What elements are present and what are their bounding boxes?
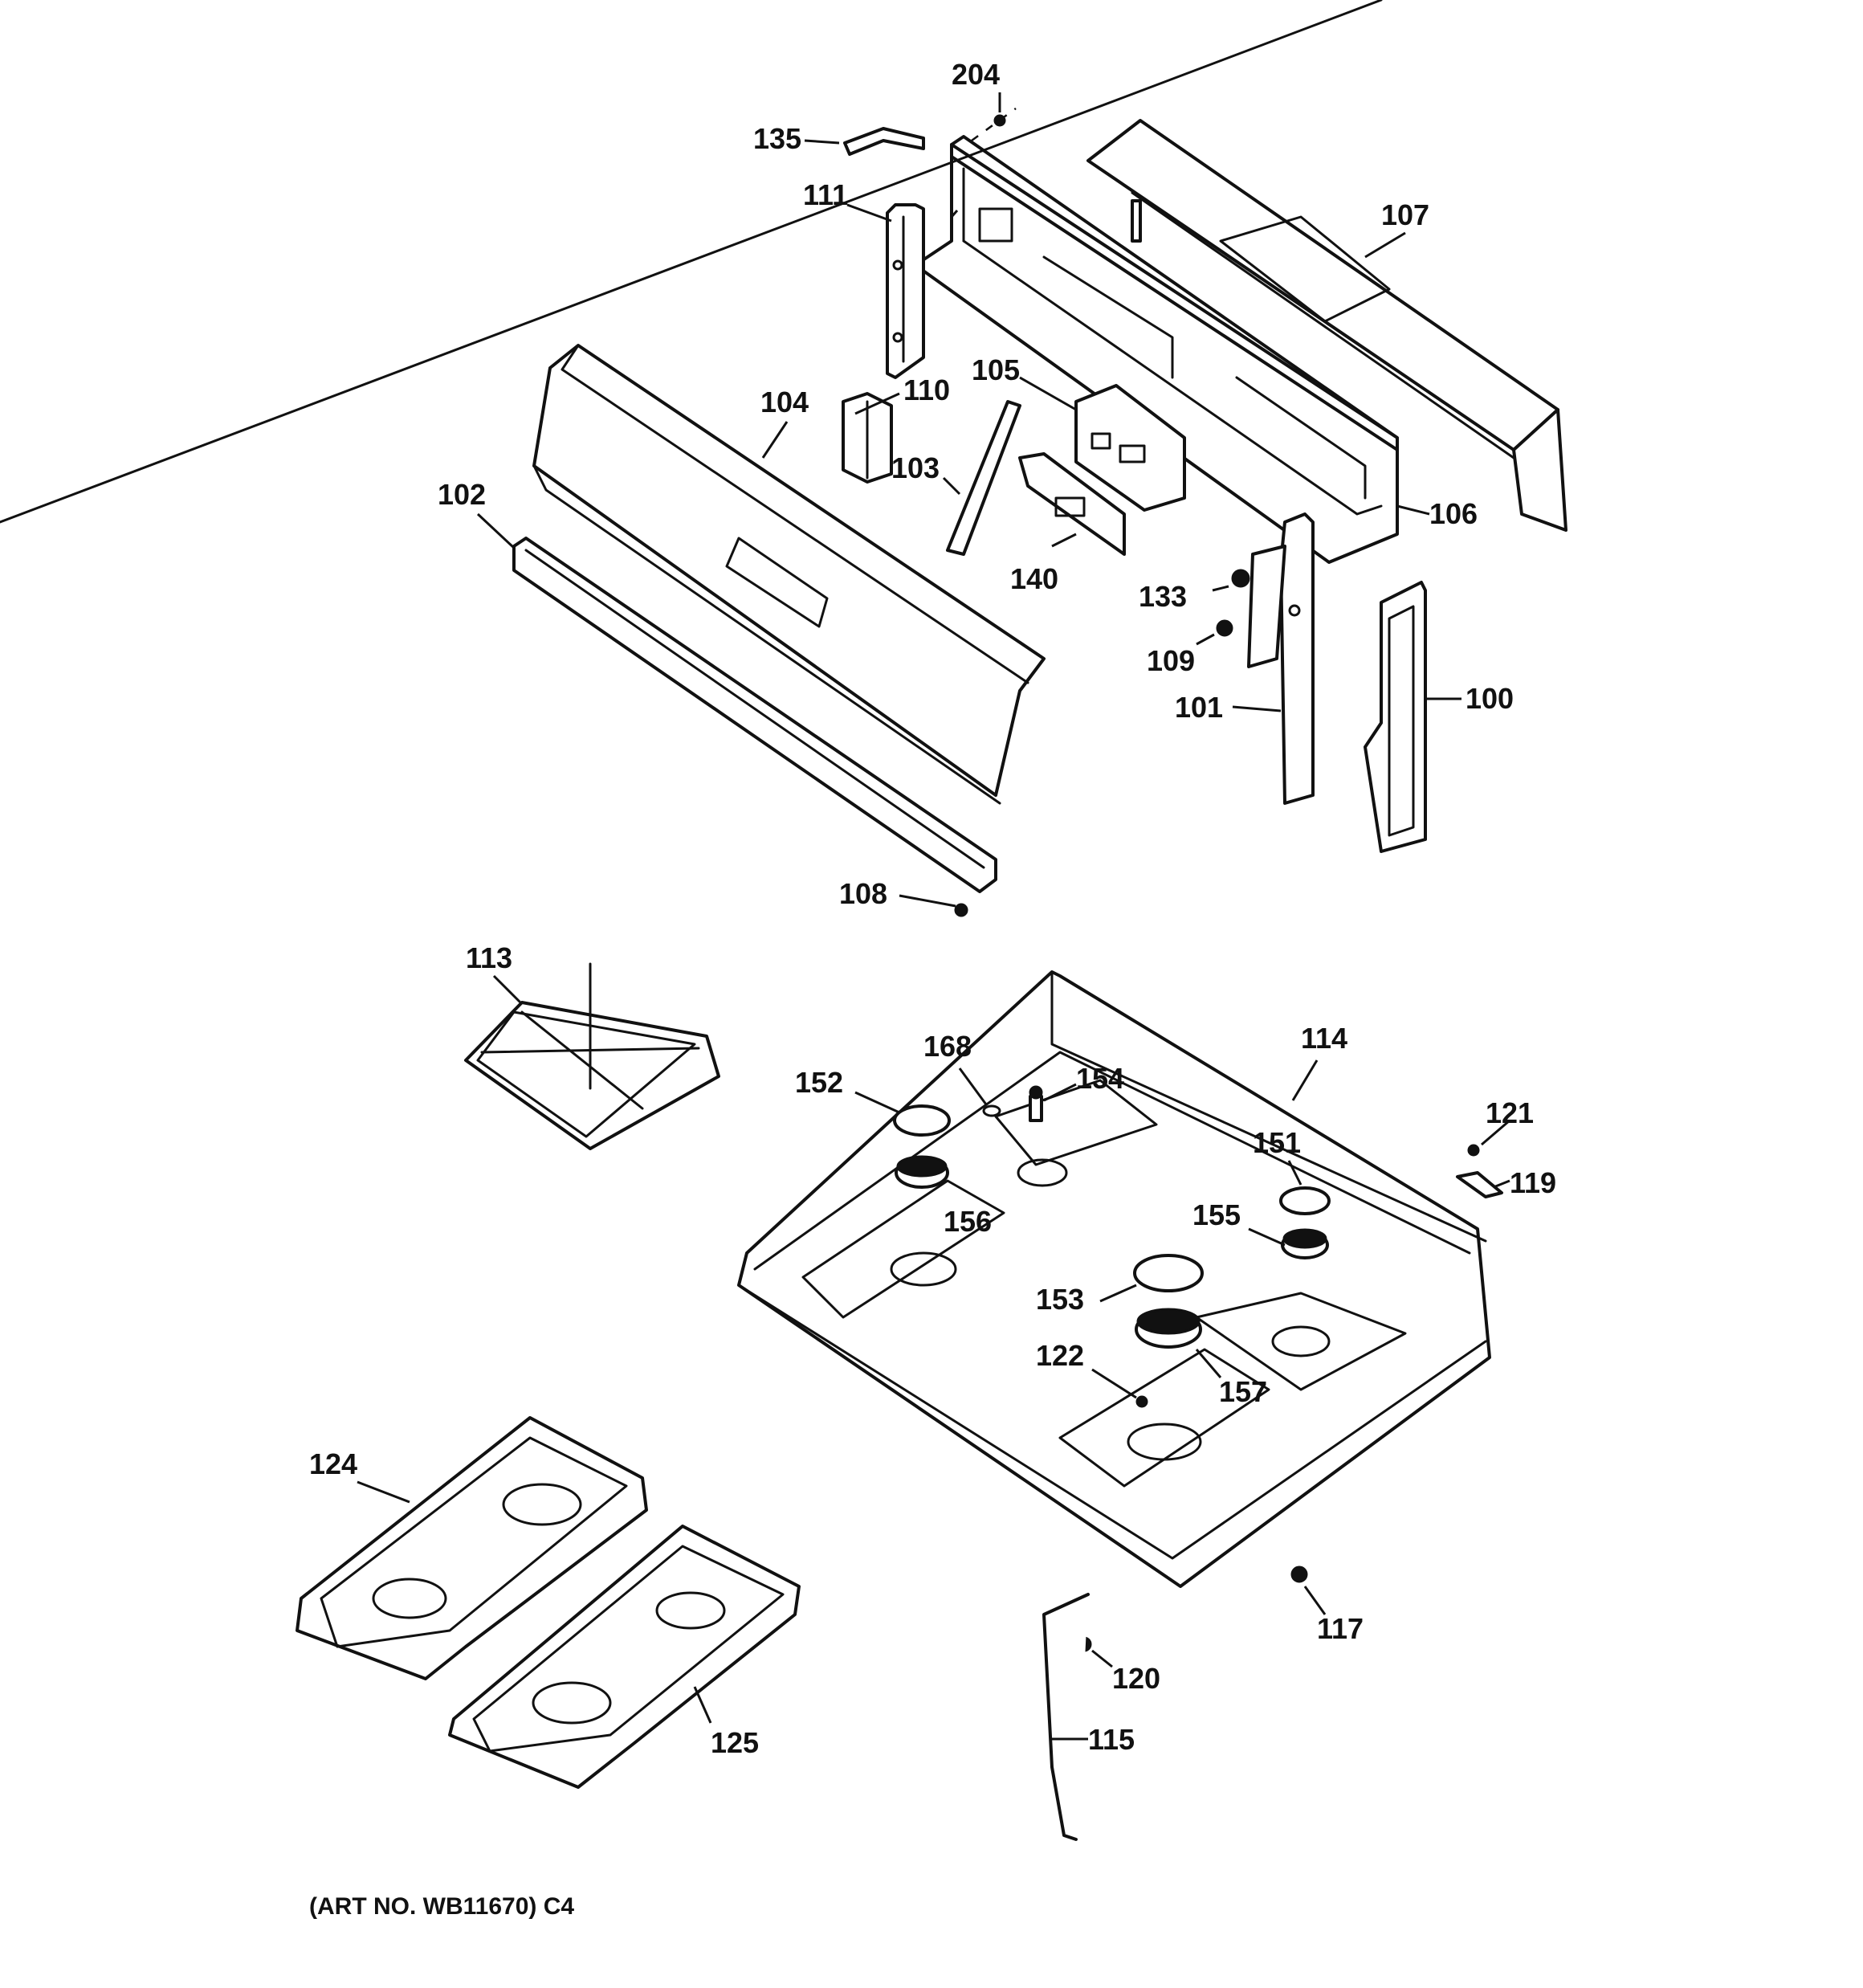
- callout-135: 135: [753, 122, 801, 155]
- callout-101: 101: [1175, 691, 1223, 724]
- callout-154: 154: [1076, 1062, 1124, 1095]
- callout-104: 104: [760, 386, 809, 418]
- callout-151: 151: [1253, 1126, 1301, 1159]
- callout-111: 111: [803, 178, 848, 211]
- leader-lines: [357, 92, 1510, 1741]
- part-108-screw: [954, 903, 968, 917]
- callout-102: 102: [438, 478, 486, 511]
- part-119-bracket: [1456, 1171, 1503, 1198]
- callout-152: 152: [795, 1066, 843, 1099]
- part-102-trim: [512, 537, 997, 893]
- callout-105: 105: [972, 353, 1020, 386]
- callout-109: 109: [1147, 644, 1195, 677]
- part-204-screw: [971, 107, 1017, 142]
- part-125-drip-pan: [448, 1525, 801, 1789]
- part-156-burner-head: [895, 1155, 949, 1189]
- callout-113: 113: [466, 941, 512, 974]
- part-110-switch: [842, 392, 893, 484]
- part-115-rod: [1042, 1593, 1090, 1841]
- callout-155: 155: [1192, 1198, 1241, 1231]
- callout-120: 120: [1112, 1662, 1160, 1695]
- callout-125: 125: [711, 1726, 759, 1759]
- callout-133: 133: [1139, 580, 1187, 613]
- part-100-end-cap: [1364, 581, 1427, 853]
- part-140-overlay: [1018, 452, 1126, 556]
- callout-122: 122: [1036, 1339, 1084, 1372]
- part-113-grate: [464, 962, 720, 1150]
- callout-153: 153: [1036, 1283, 1084, 1316]
- part-111-bracket: [886, 203, 925, 379]
- callouts: 204 135 111 107 105 110 104 103 102 106 …: [309, 58, 1556, 1759]
- part-133-nut: [1231, 569, 1250, 588]
- part-103-support: [946, 400, 1021, 556]
- callout-157: 157: [1219, 1375, 1267, 1408]
- callout-103: 103: [891, 451, 940, 484]
- part-104-control-panel: [532, 344, 1046, 805]
- callout-124: 124: [309, 1447, 357, 1480]
- part-152-burner-cap: [893, 1104, 951, 1137]
- part-106-backguard: [0, 0, 1399, 564]
- callout-110: 110: [903, 374, 950, 406]
- part-135-bracket: [843, 127, 925, 156]
- callout-106: 106: [1429, 497, 1478, 530]
- part-153-burner-cap: [1133, 1254, 1204, 1292]
- callout-156: 156: [944, 1205, 992, 1238]
- part-157-burner-head: [1135, 1308, 1202, 1349]
- part-109-nut: [1216, 619, 1233, 637]
- part-124-drip-pan: [296, 1416, 648, 1680]
- part-121-screw: [1467, 1144, 1480, 1157]
- part-122-screw: [1135, 1395, 1148, 1408]
- callout-204: 204: [952, 58, 1000, 91]
- part-154-electrode: [1029, 1085, 1043, 1122]
- art-number: (ART NO. WB11670) C4: [309, 1893, 574, 1920]
- callout-115: 115: [1088, 1723, 1135, 1756]
- callout-168: 168: [923, 1030, 972, 1063]
- part-105-clock: [1074, 384, 1186, 512]
- part-155-burner-head: [1281, 1228, 1329, 1259]
- part-151-burner-cap: [1279, 1186, 1331, 1215]
- callout-121: 121: [1486, 1096, 1534, 1129]
- callout-117: 117: [1317, 1612, 1364, 1645]
- part-107-rear-cover: [1086, 119, 1567, 532]
- part-101-side-bracket: [1247, 512, 1315, 805]
- part-168-clip: [982, 1104, 1001, 1117]
- callout-107: 107: [1381, 198, 1429, 231]
- part-117-nut: [1290, 1565, 1308, 1583]
- callout-114: 114: [1301, 1022, 1347, 1055]
- callout-100: 100: [1466, 682, 1514, 715]
- callout-108: 108: [839, 877, 887, 910]
- callout-119: 119: [1510, 1166, 1556, 1199]
- callout-140: 140: [1010, 562, 1058, 595]
